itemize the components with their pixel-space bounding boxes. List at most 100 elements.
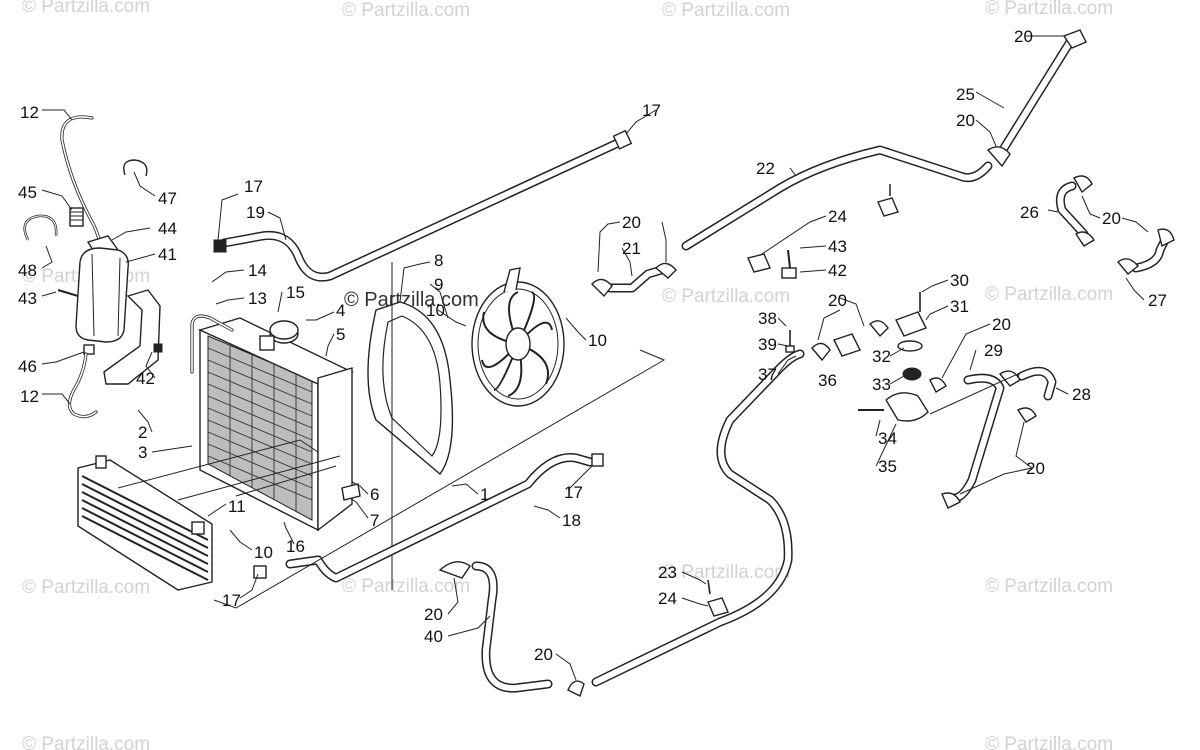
hose-21 — [591, 262, 677, 298]
callout-47: 47 — [158, 189, 177, 208]
callout-12: 12 — [20, 103, 39, 122]
callout-20: 20 — [1102, 209, 1121, 228]
thermostat-housing — [785, 292, 929, 422]
fan-shroud — [367, 262, 454, 590]
callout-10: 10 — [254, 543, 273, 562]
callout-5: 5 — [336, 325, 345, 344]
callout-17: 17 — [244, 177, 263, 196]
watermark: © Partzilla.com — [22, 734, 150, 750]
callout-34: 34 — [878, 429, 897, 448]
callout-15: 15 — [286, 283, 305, 302]
watermark: © Partzilla.com — [342, 576, 470, 597]
callout-33: 33 — [872, 375, 891, 394]
callout-46: 46 — [18, 357, 37, 376]
callout-18: 18 — [562, 511, 581, 530]
hose-18 — [253, 453, 604, 583]
callout-41: 41 — [158, 245, 177, 264]
callout-42: 42 — [828, 261, 847, 280]
callout-4: 4 — [336, 301, 345, 320]
watermark-layer: © Partzilla.com © Partzilla.com © Partzi… — [22, 0, 1113, 750]
callout-40: 40 — [424, 627, 443, 646]
hose-29 — [929, 373, 1005, 509]
radiator-fins — [207, 346, 313, 512]
callout-36: 36 — [818, 371, 837, 390]
callout-44: 44 — [158, 219, 177, 238]
callout-25: 25 — [956, 85, 975, 104]
callout-42: 42 — [136, 369, 155, 388]
hose-40 — [438, 561, 585, 697]
callout-12: 12 — [20, 387, 39, 406]
callout-23: 23 — [658, 563, 677, 582]
hose-26 — [1055, 175, 1095, 247]
callout-48: 48 — [18, 261, 37, 280]
callout-9: 9 — [434, 275, 443, 294]
watermark: © Partzilla.com — [985, 284, 1113, 305]
callout-43: 43 — [18, 289, 37, 308]
callout-27: 27 — [1148, 291, 1167, 310]
callout-20: 20 — [424, 605, 443, 624]
callout-31: 31 — [950, 297, 969, 316]
callout-17: 17 — [222, 591, 241, 610]
hose-27 — [1117, 228, 1175, 275]
callout-20: 20 — [622, 213, 641, 232]
callout-32: 32 — [872, 347, 891, 366]
clip-24-mid — [747, 253, 771, 273]
callout-17: 17 — [564, 483, 583, 502]
callout-20: 20 — [1026, 459, 1045, 478]
callout-16: 16 — [286, 537, 305, 556]
watermark: © Partzilla.com — [985, 734, 1113, 750]
callout-39: 39 — [758, 335, 777, 354]
callout-28: 28 — [1072, 385, 1091, 404]
callout-6: 6 — [370, 485, 379, 504]
hose-19 — [213, 129, 633, 282]
callout-8: 8 — [434, 251, 443, 270]
watermark: © Partzilla.com — [662, 562, 790, 583]
center-watermark: © Partzilla.com — [344, 289, 479, 311]
callout-21: 21 — [622, 239, 641, 258]
callout-13: 13 — [248, 289, 267, 308]
callout-45: 45 — [18, 183, 37, 202]
oil-cooler — [77, 439, 341, 591]
watermark: © Partzilla.com — [985, 576, 1113, 597]
callout-17: 17 — [642, 101, 661, 120]
watermark: © Partzilla.com — [985, 0, 1113, 19]
watermark: © Partzilla.com — [342, 0, 470, 21]
watermark: © Partzilla.com — [22, 577, 150, 598]
leader-lines — [41, 35, 1149, 681]
spring-clamp — [69, 207, 84, 227]
callout-30: 30 — [950, 271, 969, 290]
callout-37: 37 — [758, 365, 777, 384]
callout-20: 20 — [1014, 27, 1033, 46]
callout-11: 11 — [228, 497, 246, 516]
watermark: © Partzilla.com — [662, 0, 790, 21]
overflow-bottle — [75, 247, 129, 343]
watermark: © Partzilla.com — [662, 286, 790, 307]
clip-24-top — [877, 184, 899, 217]
callout-2: 2 — [138, 423, 147, 442]
callout-20: 20 — [992, 315, 1011, 334]
watermark: © Partzilla.com — [22, 0, 150, 17]
callout-22: 22 — [756, 159, 775, 178]
callout-7: 7 — [370, 511, 379, 530]
callout-43: 43 — [828, 237, 847, 256]
callout-labels: 12 45 47 44 41 48 43 46 42 12 17 19 14 1… — [18, 27, 1167, 664]
hose-25 — [986, 29, 1087, 168]
callout-14: 14 — [248, 261, 267, 280]
callout-1: 1 — [480, 485, 489, 504]
callout-10: 10 — [588, 331, 607, 350]
cooling-fan — [471, 267, 565, 407]
hose-28 — [929, 366, 1057, 423]
callout-26: 26 — [1020, 203, 1039, 222]
callout-20: 20 — [828, 291, 847, 310]
callout-35: 35 — [878, 457, 897, 476]
callout-3: 3 — [138, 443, 147, 462]
radiator — [190, 314, 361, 532]
callout-24: 24 — [828, 207, 847, 226]
callout-20: 20 — [534, 645, 553, 664]
callout-24: 24 — [658, 589, 677, 608]
callout-10: 10 — [426, 301, 445, 320]
hose-37 — [591, 349, 805, 687]
overflow-bottle-assembly — [23, 115, 163, 419]
hose-22 — [681, 145, 993, 251]
